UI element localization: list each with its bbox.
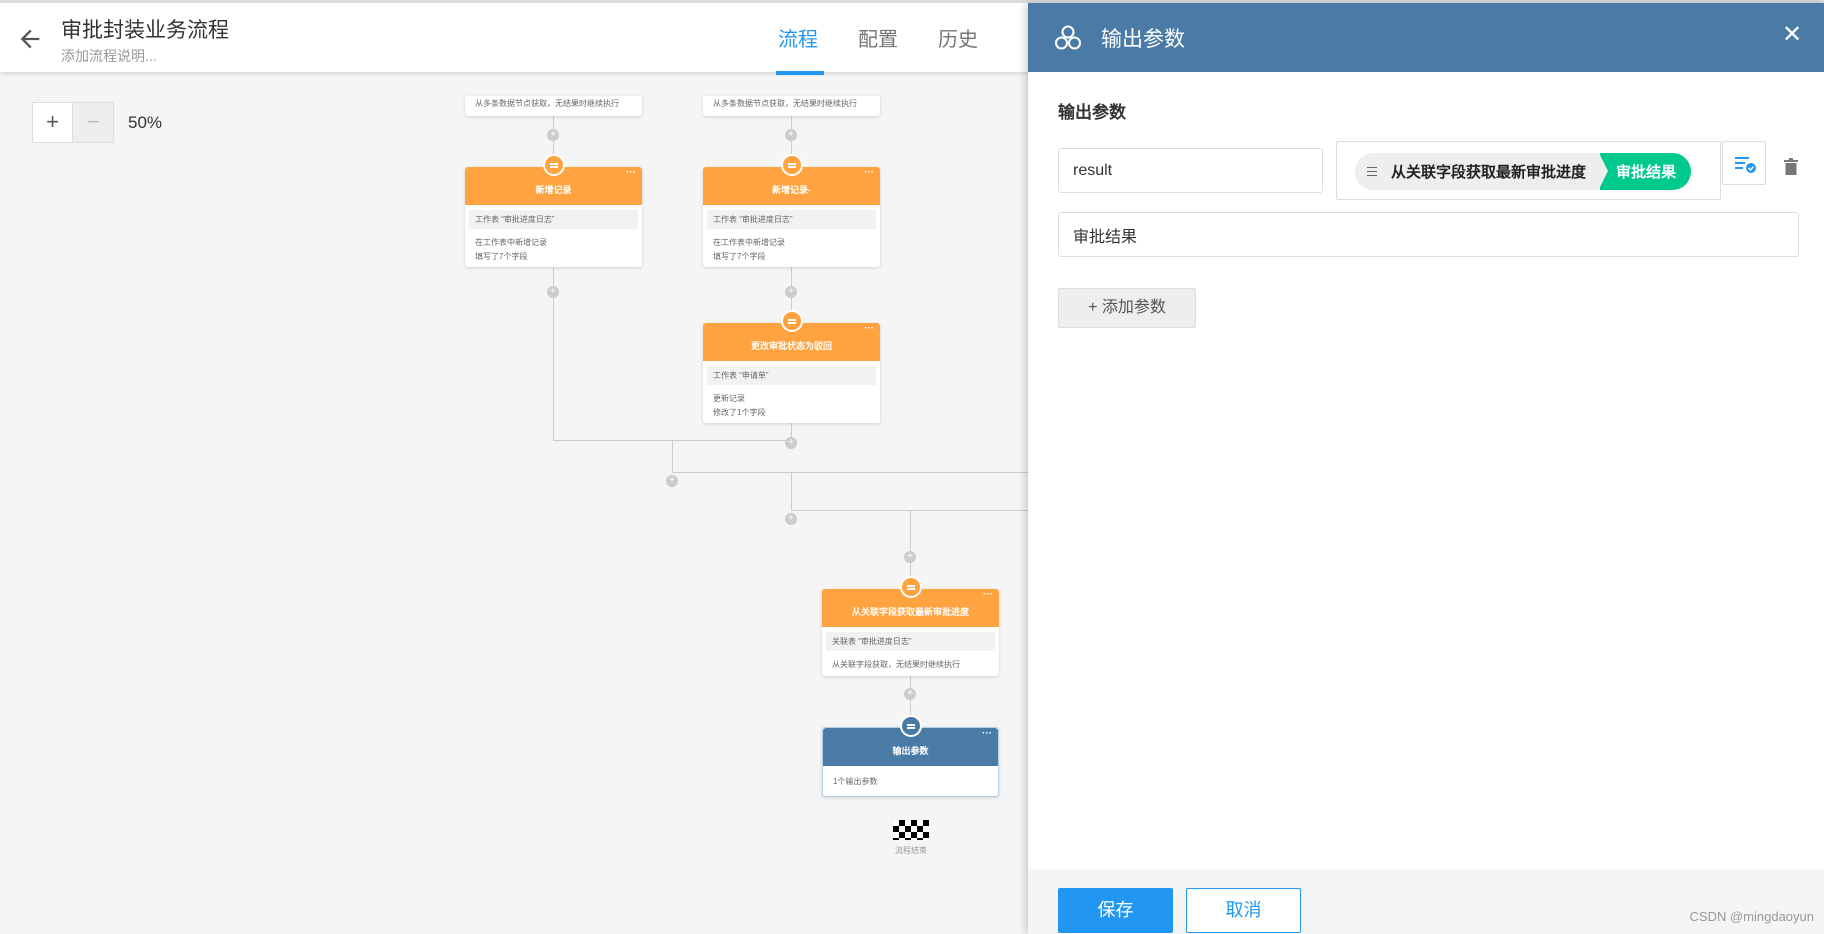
add-node-button[interactable]: + — [785, 129, 797, 141]
flow-node-partial[interactable]: 从多条数据节点获取，无结果时继续执行 — [465, 96, 642, 116]
connector-line — [791, 510, 1028, 511]
node-table: 关联表 “审批进度日志” — [826, 632, 995, 651]
node-title: 新增记录- — [772, 185, 811, 195]
chip-node: 从关联字段获取最新审批进度 — [1355, 153, 1601, 190]
connector-line — [672, 440, 673, 472]
page-title: 审批封装业务流程 — [61, 19, 229, 42]
zoom-in-button[interactable]: + — [32, 102, 73, 143]
output-icon — [899, 715, 922, 737]
add-node-button[interactable]: + — [785, 513, 797, 525]
trash-icon[interactable] — [1784, 158, 1798, 175]
add-node-button[interactable]: + — [785, 286, 797, 298]
param-value-field[interactable]: 从关联字段获取最新审批进度 审批结果 — [1336, 141, 1721, 200]
add-node-button[interactable]: + — [666, 475, 678, 487]
add-node-button[interactable]: + — [904, 551, 916, 563]
node-description: 从关联字段获取，无结果时继续执行 — [832, 660, 960, 669]
add-node-button[interactable]: + — [547, 129, 559, 141]
page-description[interactable]: 添加流程说明... — [61, 48, 157, 64]
node-menu-button[interactable]: ··· — [864, 167, 874, 178]
close-icon[interactable]: ✕ — [1782, 21, 1803, 48]
zoom-level: 50% — [128, 112, 163, 132]
node-table: 工作表 “申请单” — [707, 366, 876, 385]
flow-node-output-params[interactable]: 输出参数 ··· 1个输出参数 — [822, 715, 999, 797]
add-param-button[interactable]: + 添加参数 — [1058, 288, 1196, 328]
select-field-button[interactable] — [1722, 141, 1766, 185]
add-record-icon — [780, 154, 803, 176]
connector-line — [791, 116, 792, 440]
node-description: 在工作表中新增记录 — [475, 238, 547, 247]
edit-record-icon — [780, 310, 803, 332]
chip-field-label: 审批结果 — [1616, 164, 1677, 181]
tab-bar: 流程 配置 历史 — [776, 3, 1018, 75]
node-menu-button[interactable]: ··· — [626, 167, 636, 178]
panel-header: 输出参数 ✕ — [1028, 3, 1824, 72]
search-list-icon — [1367, 166, 1385, 177]
param-name-input[interactable] — [1058, 148, 1323, 193]
tab-flow[interactable]: 流程 — [776, 3, 824, 75]
chip-node-label: 从关联字段获取最新审批进度 — [1391, 164, 1587, 181]
connector-line — [791, 472, 792, 510]
node-menu-button[interactable]: ··· — [864, 323, 874, 334]
node-description: 在工作表中新增记录 — [713, 238, 785, 247]
add-node-button[interactable]: + — [904, 688, 916, 700]
flow-node-add-record[interactable]: 新增记录 ··· 工作表 “审批进度日志” 在工作表中新增记录 填写了7个字段 — [465, 154, 642, 267]
flow-canvas[interactable]: + − 50% + + + + + + + + + 从多条数据节点获取，无结果时… — [0, 72, 1028, 934]
back-arrow-icon[interactable] — [16, 25, 44, 53]
node-description: 填写了7个字段 — [713, 252, 766, 261]
node-description: 1个输出参数 — [833, 777, 878, 786]
connector-line — [553, 116, 554, 440]
add-node-button[interactable]: + — [785, 437, 797, 449]
flow-node-update-record[interactable]: 更改审批状态为驳回 ··· 工作表 “申请单” 更新记录 修改了1个字段 — [703, 310, 880, 423]
finish-flag-icon — [893, 820, 929, 840]
hexagons-icon — [1055, 25, 1081, 50]
flow-node-add-record-2[interactable]: 新增记录- ··· 工作表 “审批进度日志” 在工作表中新增记录 填写了7个字段 — [703, 154, 880, 267]
node-description: 更新记录 — [713, 394, 745, 403]
node-description: 填写了7个字段 — [475, 252, 528, 261]
node-table: 工作表 “审批进度日志” — [707, 210, 876, 229]
add-node-button[interactable]: + — [547, 286, 559, 298]
node-description: 从多条数据节点获取，无结果时继续执行 — [475, 99, 619, 108]
node-description: 修改了1个字段 — [713, 408, 766, 417]
flow-node-partial[interactable]: 从多条数据节点获取，无结果时继续执行 — [703, 96, 880, 116]
cancel-button[interactable]: 取消 — [1186, 888, 1301, 933]
section-title: 输出参数 — [1058, 103, 1126, 122]
watermark: CSDN @mingdaoyun — [1689, 909, 1814, 924]
zoom-controls: + − 50% — [32, 102, 162, 143]
add-record-icon — [542, 154, 565, 176]
param-description-input[interactable] — [1058, 212, 1799, 257]
end-label: 流程结束 — [895, 846, 927, 855]
flow-node-get-related[interactable]: 从关联字段获取最新审批进度 ··· 关联表 “审批进度日志” 从关联字段获取，无结… — [822, 576, 999, 676]
zoom-out-button[interactable]: − — [73, 102, 114, 143]
search-record-icon — [899, 576, 922, 598]
output-params-panel: 输出参数 ✕ 输出参数 从关联字段获取最新审批进度 审批结果 + 添加参数 保存… — [1028, 3, 1824, 934]
panel-title: 输出参数 — [1101, 28, 1185, 51]
node-menu-button[interactable]: ··· — [982, 728, 992, 739]
field-select-icon — [1735, 157, 1756, 173]
node-title: 输出参数 — [892, 746, 929, 756]
node-menu-button[interactable]: ··· — [983, 589, 993, 600]
tab-history[interactable]: 历史 — [938, 29, 978, 51]
node-title: 从关联字段获取最新审批进度 — [851, 607, 969, 617]
node-description: 从多条数据节点获取，无结果时继续执行 — [713, 99, 857, 108]
node-table: 工作表 “审批进度日志” — [469, 210, 638, 229]
node-title: 更改审批状态为驳回 — [750, 341, 832, 351]
connector-line — [672, 472, 1028, 473]
tab-config[interactable]: 配置 — [858, 29, 898, 51]
chip-field: 审批结果 — [1599, 153, 1692, 190]
node-title: 新增记录 — [535, 185, 572, 195]
save-button[interactable]: 保存 — [1058, 888, 1173, 933]
node-field-chip[interactable]: 从关联字段获取最新审批进度 审批结果 — [1355, 153, 1692, 190]
